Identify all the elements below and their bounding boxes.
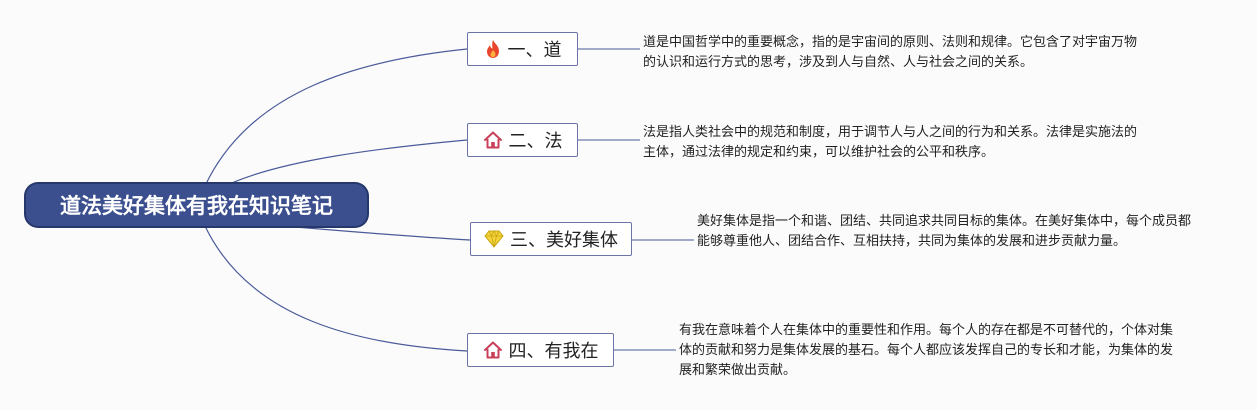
connector-root-branch-3 <box>259 223 471 241</box>
branch-topic-label: 三、美好集体 <box>510 230 618 251</box>
root-topic-label: 道法美好集体有我在知识笔记 <box>60 194 333 218</box>
home-icon <box>483 341 502 359</box>
note-fa: 法是指人类社会中的规范和制度，用于调节人与人之间的行为和关系。法律是实施法的主体… <box>643 125 1138 160</box>
connector-root-branch-1 <box>204 48 468 187</box>
branch-topic-meihao-jiti[interactable]: 三、美好集体 <box>470 222 632 256</box>
note-you-wo-zai: 有我在意味着个人在集体中的重要性和作用。每个人的存在都是不可替代的，个体对集体的… <box>679 323 1174 378</box>
note-meihao-jiti: 美好集体是指一个和谐、团结、共同追求共同目标的集体。在美好集体中，每个成员都能够… <box>697 214 1192 249</box>
connector-root-branch-4 <box>204 225 468 352</box>
branch-topic-label: 一、道 <box>507 40 562 61</box>
branch-topic-label: 四、有我在 <box>508 341 599 362</box>
branch-topic-fa[interactable]: 二、法 <box>467 123 578 157</box>
connector-root-branch-2 <box>224 139 468 187</box>
root-topic[interactable]: 道法美好集体有我在知识笔记 <box>26 184 367 226</box>
branch-topic-you-wo-zai[interactable]: 四、有我在 <box>467 333 614 367</box>
home-icon <box>483 131 502 149</box>
diamond-icon <box>484 230 504 248</box>
branch-topic-label: 二、法 <box>508 131 563 152</box>
note-dao: 道是中国哲学中的重要概念，指的是宇宙间的原则、法则和规律。它包含了对宇宙万物的认… <box>643 35 1138 70</box>
fire-icon <box>486 40 499 58</box>
branch-topic-dao[interactable]: 一、道 <box>467 32 578 66</box>
